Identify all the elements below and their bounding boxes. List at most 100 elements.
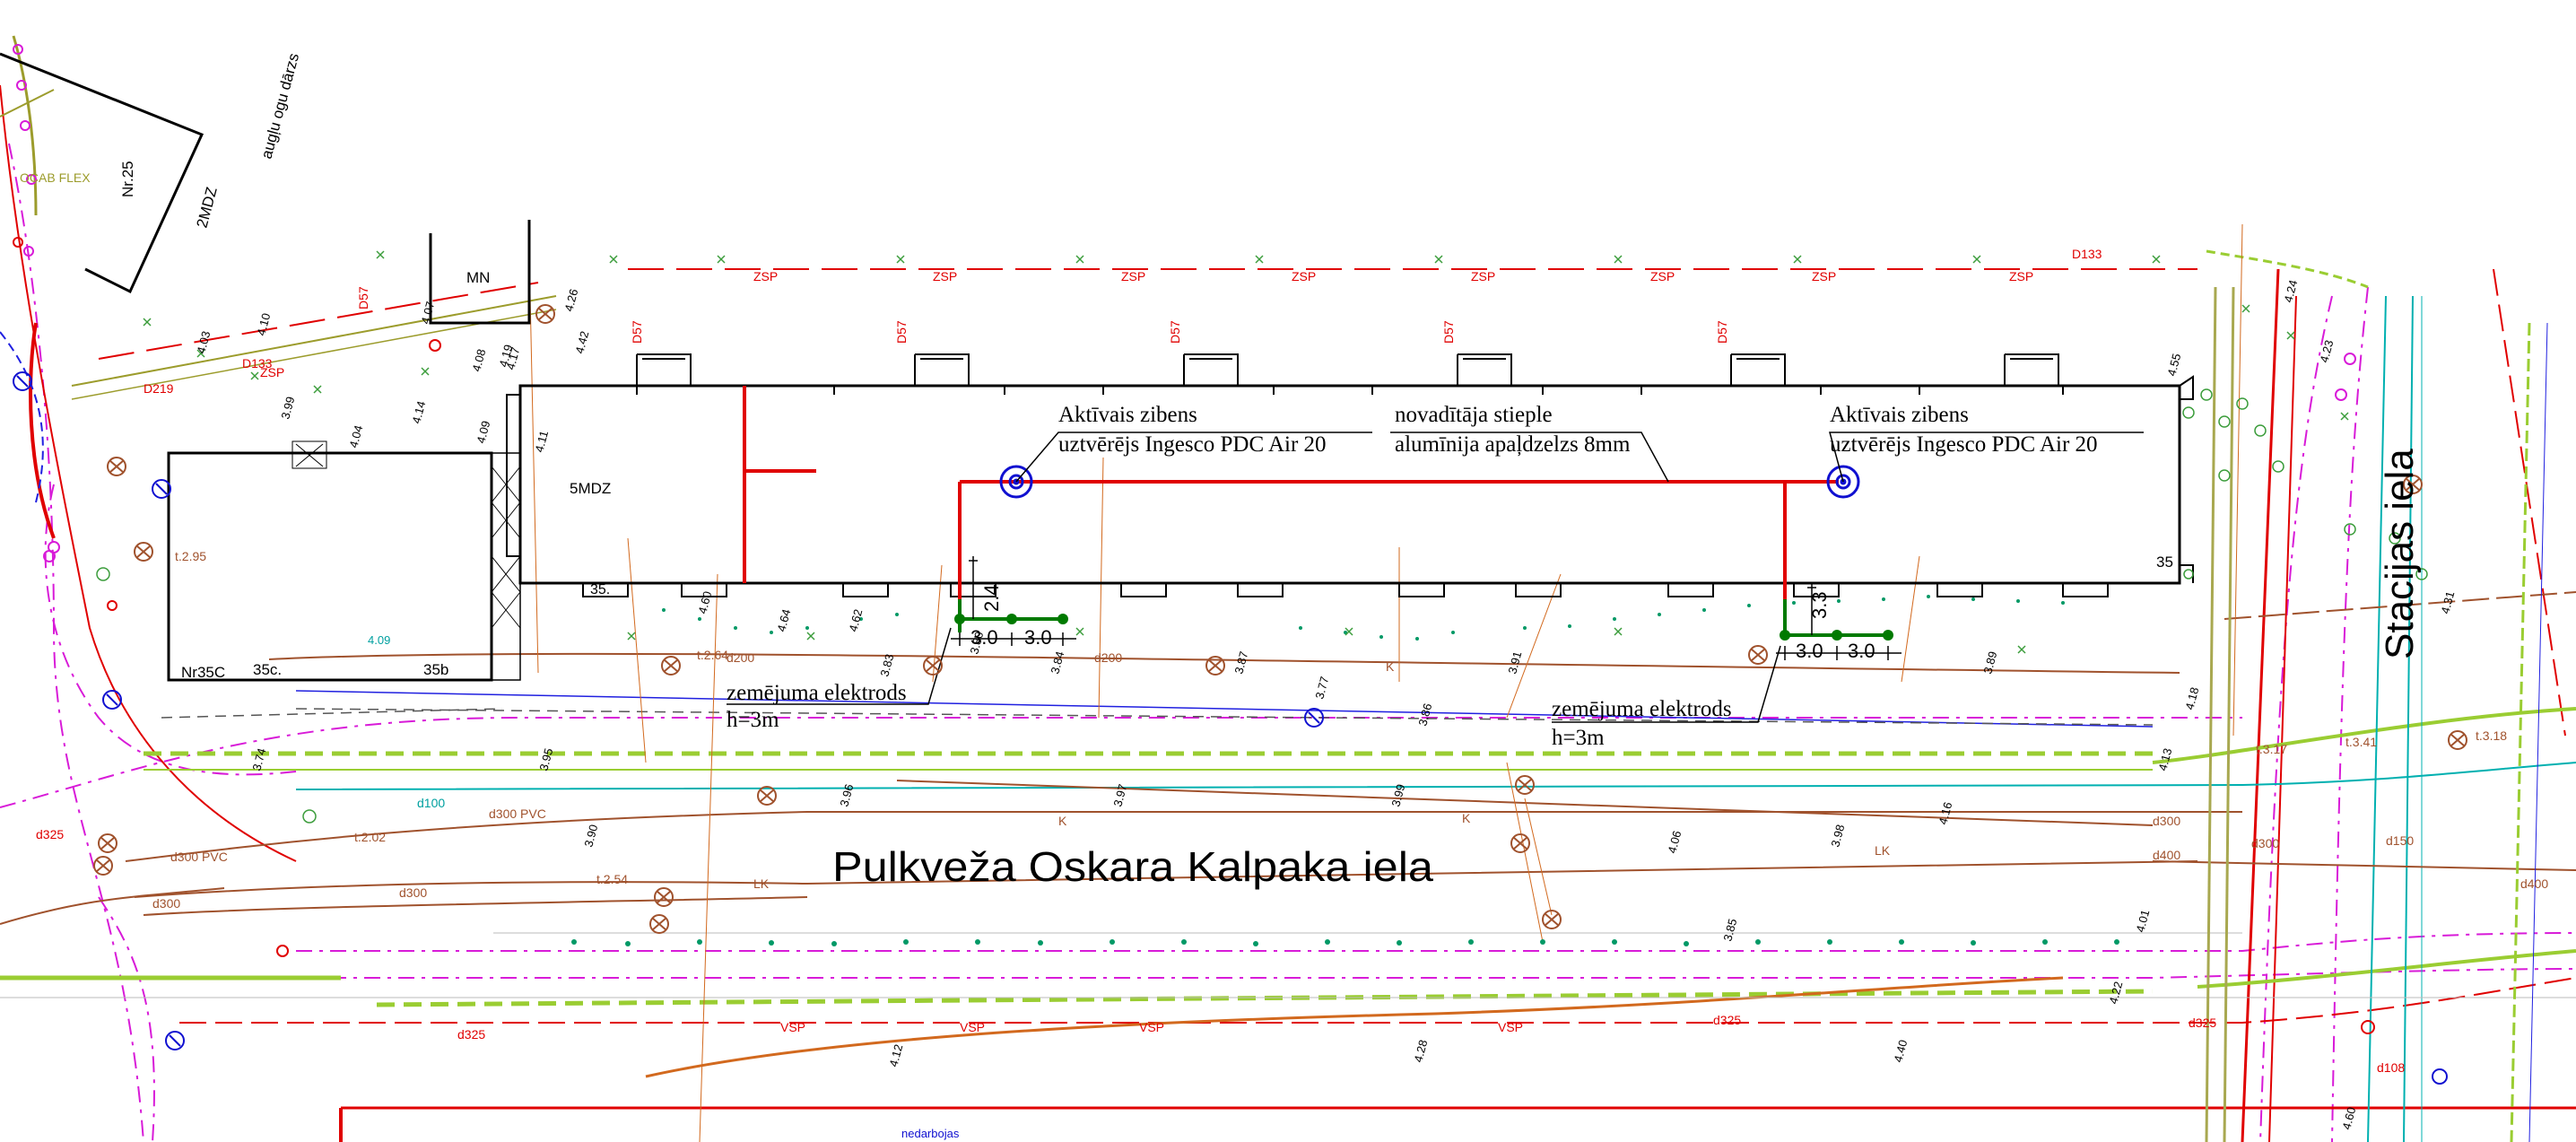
svg-text:ZSP: ZSP: [1121, 269, 1145, 283]
svg-text:4.06: 4.06: [1665, 829, 1684, 854]
svg-text:D219: D219: [144, 381, 174, 396]
svg-text:4.55: 4.55: [2164, 352, 2183, 377]
b35b-label: 35b: [423, 661, 448, 678]
dim-24: 2.4: [980, 584, 1003, 612]
utility-labels: ZSP ZSP ZSP ZSP ZSP ZSP ZSP ZSP ZSP D133…: [20, 170, 2548, 1075]
svg-text:4.62: 4.62: [846, 607, 865, 632]
svg-text:d400: d400: [2520, 876, 2548, 891]
mdz5-label: 5MDZ: [570, 480, 611, 497]
svg-text:D57: D57: [1715, 320, 1729, 344]
svg-text:4.12: 4.12: [886, 1042, 905, 1068]
wire-line2: alumīnija apaļdzelzs 8mm: [1395, 432, 1631, 457]
street-side-label: Stacijas iela: [2378, 449, 2422, 659]
manholes: [93, 304, 2467, 934]
svg-text:3.99: 3.99: [1388, 782, 1407, 807]
svg-text:D133: D133: [2072, 247, 2102, 261]
svg-text:t.2.02: t.2.02: [354, 830, 386, 844]
svg-text:D57: D57: [630, 320, 644, 344]
dim-30d: 3.0: [1848, 640, 1875, 662]
svg-text:t.2.95: t.2.95: [175, 549, 206, 563]
svg-text:4.23: 4.23: [2317, 338, 2336, 363]
magenta-symbols: [13, 44, 2356, 562]
svg-text:ZSP: ZSP: [1650, 269, 1675, 283]
svg-text:LK: LK: [753, 876, 770, 891]
svg-text:3.95: 3.95: [536, 746, 555, 772]
svg-text:d325: d325: [36, 827, 64, 841]
svg-text:d200: d200: [727, 650, 754, 665]
svg-text:VSP: VSP: [960, 1020, 985, 1034]
svg-text:d400: d400: [2153, 848, 2180, 862]
svg-text:3.83: 3.83: [877, 652, 896, 677]
green-dots: [571, 595, 2119, 946]
tree-symbols: [96, 388, 2428, 824]
svg-text:3.77: 3.77: [1312, 675, 1331, 700]
svg-text:3.85: 3.85: [1720, 917, 1739, 942]
dimension-labels: 2.4 3.0 3.0 3.3 3.0 3.0: [970, 584, 1875, 662]
svg-text:VSP: VSP: [780, 1020, 805, 1034]
blue-symbols: [13, 371, 2448, 1085]
svg-text:3.91: 3.91: [1505, 649, 1524, 675]
green-x-marks: [143, 250, 2349, 654]
ground-left-line2: h=3m: [727, 708, 779, 732]
mdz2-label: 2MDZ: [194, 185, 221, 230]
svg-text:4.17: 4.17: [503, 345, 522, 370]
nr25-label: Nr.25: [119, 161, 136, 197]
svg-text:3.86: 3.86: [1415, 702, 1434, 727]
building-35c: [167, 451, 493, 682]
place-labels: augļu ogu dārzs Nr.25 2MDZ MN 5MDZ Nr35C…: [119, 51, 2422, 1140]
ground-right-line2: h=3m: [1552, 726, 1605, 750]
spot-heights: 4.03 4.10 4.07 4.08 3.99 4.04 4.14 4.09 …: [194, 278, 2457, 1130]
svg-text:3.84: 3.84: [1048, 649, 1066, 675]
ground-left-line1: zemējuma elektrods: [727, 681, 907, 705]
svg-text:LK: LK: [1875, 843, 1891, 858]
dim-30a: 3.0: [970, 626, 998, 649]
svg-text:4.64: 4.64: [774, 607, 793, 632]
svg-text:4.22: 4.22: [2106, 980, 2125, 1005]
svg-text:4.40: 4.40: [1891, 1038, 1910, 1063]
svg-text:d300: d300: [152, 896, 180, 911]
svg-text:OCAB FLEX: OCAB FLEX: [20, 170, 91, 185]
svg-text:D57: D57: [356, 286, 370, 309]
svg-text:t.3.18: t.3.18: [2476, 728, 2507, 743]
svg-text:d108: d108: [2377, 1060, 2405, 1075]
street-main-label: Pulkveža Oskara Kalpaka iela: [832, 843, 1433, 890]
rod-right-line2: uztvērējs Ingesco PDC Air 20: [1830, 432, 2098, 457]
svg-text:d300 PVC: d300 PVC: [170, 850, 228, 864]
b35c-label: 35c.: [253, 661, 282, 678]
svg-text:d325: d325: [1713, 1013, 1741, 1027]
svg-text:4.28: 4.28: [1411, 1038, 1430, 1063]
mn-label: MN: [466, 269, 490, 286]
svg-text:3.80: 3.80: [967, 630, 986, 655]
svg-text:d300 PVC: d300 PVC: [489, 806, 546, 821]
b35r-label: 35: [2156, 554, 2173, 571]
red-symbols: [13, 237, 2375, 1034]
svg-text:t.2.54: t.2.54: [596, 872, 628, 886]
svg-text:3.96: 3.96: [837, 782, 856, 807]
building-mn: [429, 220, 531, 325]
svg-text:D133: D133: [242, 356, 273, 370]
rod-left-line2: uztvērējs Ingesco PDC Air 20: [1058, 432, 1327, 457]
garden-label: augļu ogu dārzs: [258, 51, 303, 161]
svg-text:4.09: 4.09: [474, 419, 492, 444]
svg-text:4.19: 4.19: [496, 343, 515, 368]
svg-text:4.14: 4.14: [409, 399, 428, 424]
rod-right: [1826, 465, 1860, 499]
building-nr25: [0, 52, 205, 294]
svg-text:ZSP: ZSP: [260, 365, 284, 379]
svg-text:3.90: 3.90: [581, 823, 600, 848]
svg-text:K: K: [1462, 811, 1471, 825]
svg-text:4.04: 4.04: [346, 423, 365, 449]
dim-30b: 3.0: [1024, 626, 1052, 649]
svg-text:D57: D57: [1168, 320, 1182, 344]
svg-text:t.3.41: t.3.41: [2345, 735, 2377, 749]
svg-text:ZSP: ZSP: [753, 269, 778, 283]
svg-text:4.10: 4.10: [254, 311, 273, 336]
wire-line1: novadītāja stieple: [1395, 403, 1553, 427]
ground-right-line1: zemējuma elektrods: [1552, 697, 1732, 721]
callout-labels: Aktīvais zibens uztvērējs Ingesco PDC Ai…: [727, 403, 2098, 750]
svg-text:4.07: 4.07: [418, 300, 437, 325]
b35a-label: 35.: [590, 582, 610, 597]
svg-text:ZSP: ZSP: [933, 269, 957, 283]
svg-text:ZSP: ZSP: [1471, 269, 1495, 283]
